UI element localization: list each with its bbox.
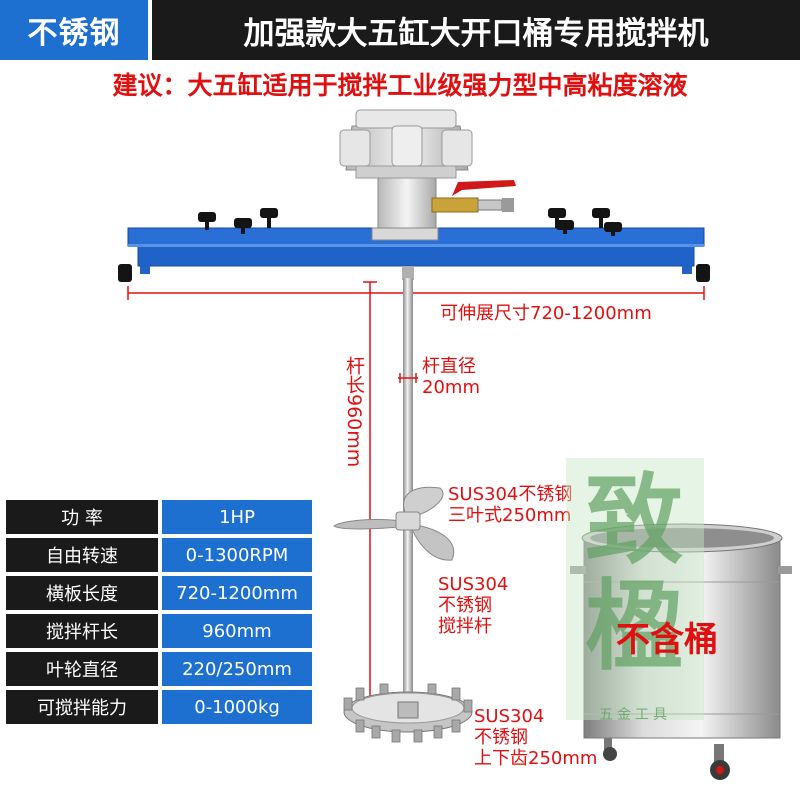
spec-value: 720-1200mm xyxy=(162,576,312,610)
spec-label: 功 率 xyxy=(6,500,158,534)
air-valve-icon xyxy=(431,180,516,213)
spec-label: 叶轮直径 xyxy=(6,652,158,686)
spec-value: 960mm xyxy=(162,614,312,648)
extend-dimension-line xyxy=(127,286,705,300)
disc-label: SUS304 不锈钢 上下齿250mm xyxy=(474,706,598,769)
spec-row: 功 率 1HP xyxy=(6,500,312,534)
spec-label: 横板长度 xyxy=(6,576,158,610)
stainless-tank xyxy=(570,523,792,780)
material-tag: 不锈钢 xyxy=(0,0,148,60)
rod-length-dimension-line xyxy=(363,281,377,717)
spec-row: 横板长度 720-1200mm xyxy=(6,576,312,610)
blue-crossbar-frame xyxy=(127,227,705,274)
air-motor xyxy=(339,109,473,241)
spec-label: 可搅拌能力 xyxy=(6,690,158,724)
rod-diameter-label: 杆直径 20mm xyxy=(422,356,480,398)
spec-label: 自由转速 xyxy=(6,538,158,572)
spec-row: 搅拌杆长 960mm xyxy=(6,614,312,648)
spec-value: 1HP xyxy=(162,500,312,534)
impeller-label: SUS304不锈钢 三叶式250mm xyxy=(448,484,573,526)
watermark-char-1: 致 xyxy=(584,464,683,578)
watermark-box xyxy=(566,458,704,720)
three-blade-impeller xyxy=(333,486,455,561)
page-title: 加强款大五缸大开口桶专用搅拌机 xyxy=(152,0,800,60)
spec-value: 0-1300RPM xyxy=(162,538,312,572)
spec-value: 220/250mm xyxy=(162,652,312,686)
spec-row: 叶轮直径 220/250mm xyxy=(6,652,312,686)
rod-diameter-marker xyxy=(398,373,418,383)
usage-suggestion: 建议：大五缸适用于搅拌工业级强力型中高粘度溶液 xyxy=(112,71,688,100)
watermark-subtext: 五金工具 xyxy=(599,707,671,723)
extend-size-label: 可伸展尺寸720-1200mm xyxy=(440,303,652,324)
spec-value: 0-1000kg xyxy=(162,690,312,724)
toothed-disc-impeller xyxy=(343,683,473,743)
spec-row: 可搅拌能力 0-1000kg xyxy=(6,690,312,724)
rod-material-label: SUS304 不锈钢 搅拌杆 xyxy=(438,574,509,637)
bucket-not-included-note: 不含桶 xyxy=(616,620,718,660)
spec-table: 功 率 1HP 自由转速 0-1300RPM 横板长度 720-1200mm 搅… xyxy=(6,500,312,728)
frame-knob-icons xyxy=(118,208,710,282)
rod-length-label: 杆长960mm xyxy=(343,356,365,468)
watermark-char-2: 楹 xyxy=(584,570,683,684)
spec-row: 自由转速 0-1300RPM xyxy=(6,538,312,572)
spec-label: 搅拌杆长 xyxy=(6,614,158,648)
